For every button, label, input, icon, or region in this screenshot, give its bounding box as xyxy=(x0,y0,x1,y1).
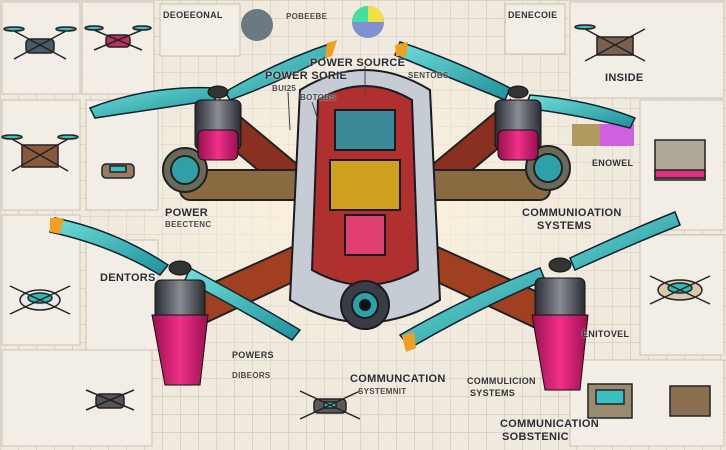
drone-body xyxy=(288,69,442,330)
rotor-top-right xyxy=(394,41,637,161)
label-deoeeonal: DEOEEONAL xyxy=(163,10,223,20)
label-systems-right: SYSTEMS xyxy=(537,220,592,232)
label-communication-corner: COMMUNICATION xyxy=(500,418,600,430)
mini-drones xyxy=(1,24,711,420)
rotor-bottom-left xyxy=(49,217,302,386)
label-pobeebe: POBEEBE xyxy=(286,12,328,21)
label-botobs: BOTOBS xyxy=(300,93,336,102)
label-commulicion: COMMULICION xyxy=(467,376,536,386)
label-enitovel: ENITOVEL xyxy=(582,329,630,339)
label-sobstenic: SOBSTENIC xyxy=(502,431,569,443)
label-denecoie: DENECOIE xyxy=(508,10,558,20)
label-communication-bottom: COMMUNCATION xyxy=(350,373,446,385)
label-enowel: ENOWEL xyxy=(592,158,634,168)
label-powers: POWERS xyxy=(232,350,274,360)
label-power: POWER xyxy=(165,207,209,219)
label-commulicion-systems: SYSTEMS xyxy=(470,388,516,398)
rotor-bottom-right xyxy=(398,211,681,391)
label-beectenc: BEECTENC xyxy=(165,220,212,229)
rotor-top-left xyxy=(88,40,337,161)
label-sentobs: SENTOBS xyxy=(408,71,449,80)
label-power-source: POWER SOURCE xyxy=(310,57,406,69)
label-dibeors: DIBEORS xyxy=(232,371,271,380)
label-communication-right: COMMUNIOATION xyxy=(522,207,622,219)
label-inside: INSIDE xyxy=(605,72,644,84)
label-dentors: DENTORS xyxy=(100,272,156,284)
label-power-sorie: POWER SORIE xyxy=(265,70,348,82)
label-bui25: BUI25 xyxy=(272,84,297,93)
label-systemnit: SYSTEMNIT xyxy=(358,387,407,396)
